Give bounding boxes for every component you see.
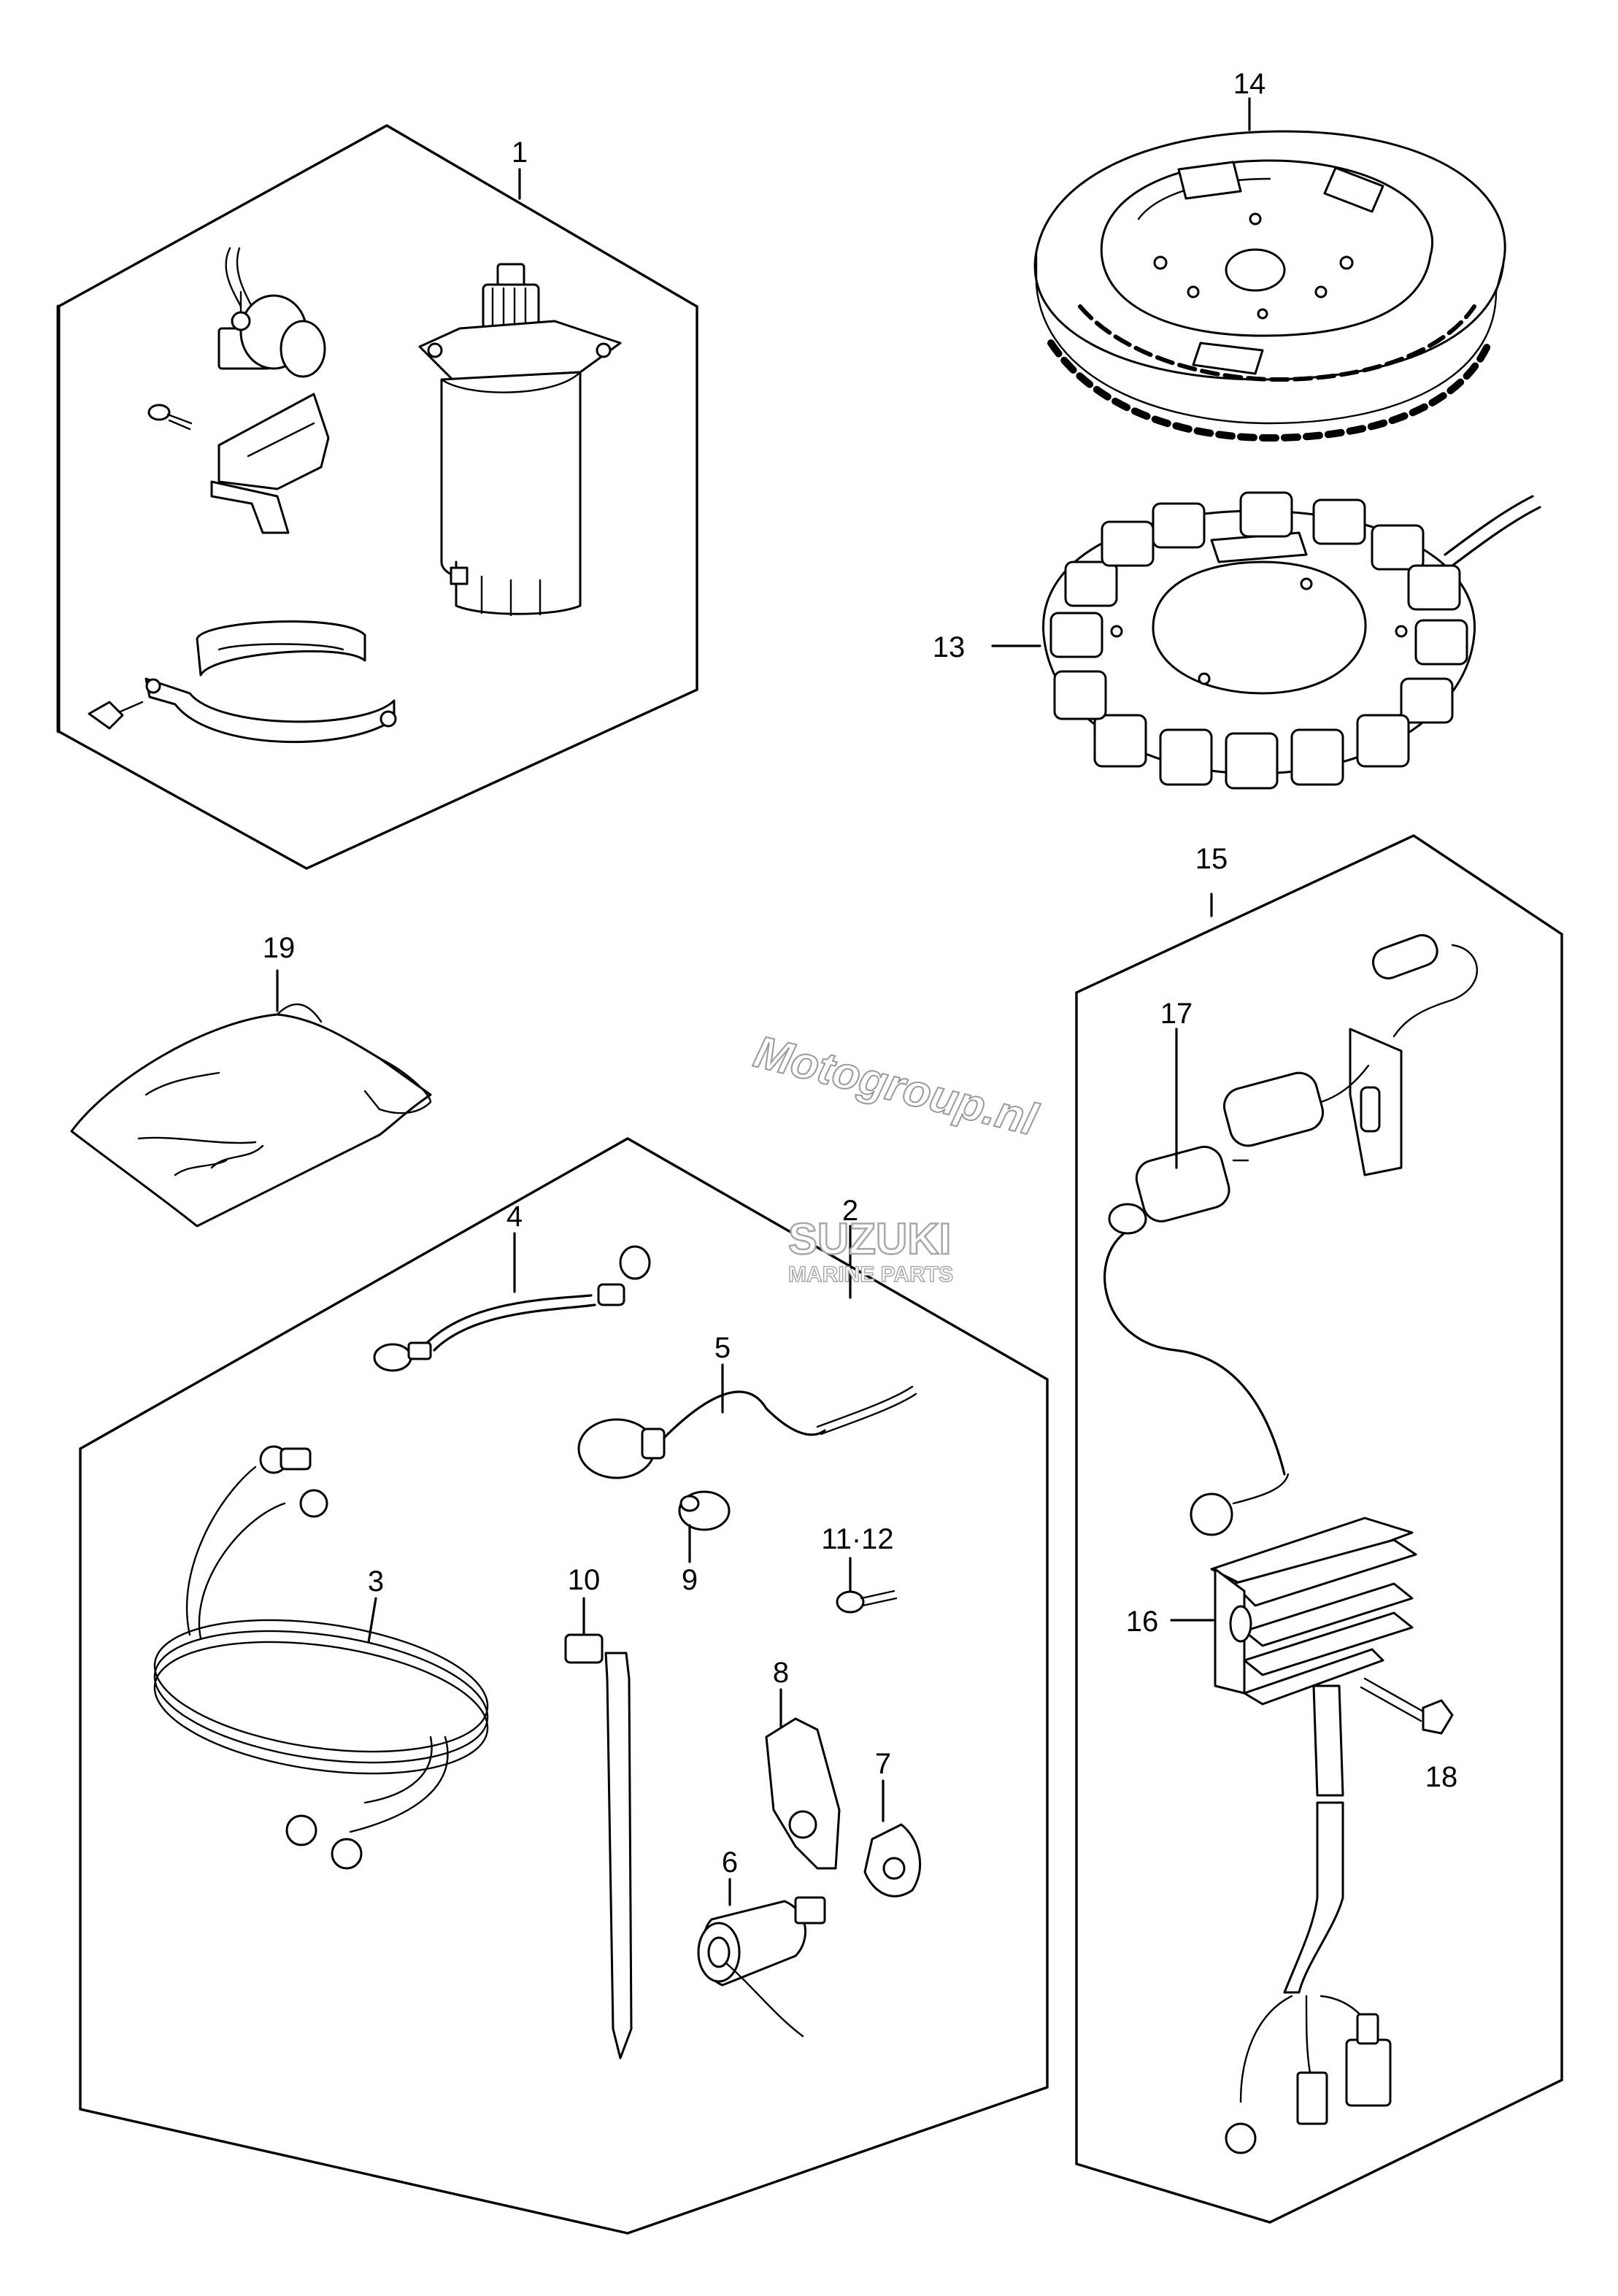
cap-nut bbox=[678, 1490, 731, 1563]
callout-5: 5 bbox=[714, 1332, 731, 1364]
kit-bag bbox=[70, 969, 432, 1228]
bushing bbox=[863, 1779, 922, 1898]
mounting-plate bbox=[765, 1688, 841, 1870]
starter-motor bbox=[418, 263, 622, 617]
callout-2: 2 bbox=[842, 1195, 858, 1227]
callout-15: 15 bbox=[1195, 843, 1228, 875]
callout-labels: 1 14 13 15 19 17 2 4 5 9 11·12 10 3 16 8… bbox=[263, 68, 1458, 1879]
watermark-motogroup-text: Motogroup.nl bbox=[750, 1027, 1044, 1146]
callout-19: 19 bbox=[263, 932, 296, 964]
callout-3: 3 bbox=[368, 1565, 384, 1598]
callout-16: 16 bbox=[1126, 1606, 1159, 1638]
callout-13: 13 bbox=[933, 631, 966, 663]
group-box-starter-kit bbox=[56, 124, 698, 870]
callout-9: 9 bbox=[682, 1564, 698, 1596]
rectifier-harness bbox=[1225, 1684, 1392, 2154]
callout-6: 6 bbox=[722, 1846, 738, 1879]
watermark-suzuki: SUZUKI MARINE PARTS bbox=[787, 1214, 954, 1287]
watermark-brand-text: SUZUKI bbox=[788, 1214, 951, 1263]
callout-14: 14 bbox=[1233, 68, 1266, 100]
bracket-with-bolt bbox=[147, 393, 330, 534]
watermark-brand-sub: MARINE PARTS bbox=[788, 1263, 953, 1287]
callout-7: 7 bbox=[875, 1748, 891, 1780]
callout-11-12: 11·12 bbox=[821, 1523, 893, 1555]
cable-tie bbox=[564, 1597, 633, 2060]
callout-8: 8 bbox=[773, 1657, 789, 1689]
callout-18: 18 bbox=[1425, 1761, 1458, 1793]
small-screw bbox=[836, 1557, 898, 1614]
starter-band bbox=[88, 620, 397, 744]
starter-solenoid bbox=[217, 247, 326, 378]
callout-10: 10 bbox=[568, 1564, 601, 1596]
watermark-motogroup: Motogroup.nl bbox=[749, 1026, 1044, 1147]
callout-4: 4 bbox=[506, 1201, 523, 1233]
group-box-wiring-kit bbox=[79, 1137, 1049, 2235]
battery-lead bbox=[373, 1232, 651, 1372]
stator bbox=[991, 491, 1541, 790]
callout-17: 17 bbox=[1160, 998, 1193, 1030]
rectifier-bolt bbox=[1360, 1677, 1454, 1735]
callout-1: 1 bbox=[512, 136, 528, 169]
lead-wire-plug bbox=[577, 1363, 917, 1479]
group-box-rectifier-kit bbox=[1075, 834, 1563, 2224]
wiring-harness bbox=[153, 1445, 489, 1870]
flywheel bbox=[1033, 97, 1506, 442]
neutral-switch bbox=[697, 1878, 826, 2038]
rectifier bbox=[1170, 1517, 1417, 1706]
fuse-holder bbox=[1103, 933, 1479, 1536]
